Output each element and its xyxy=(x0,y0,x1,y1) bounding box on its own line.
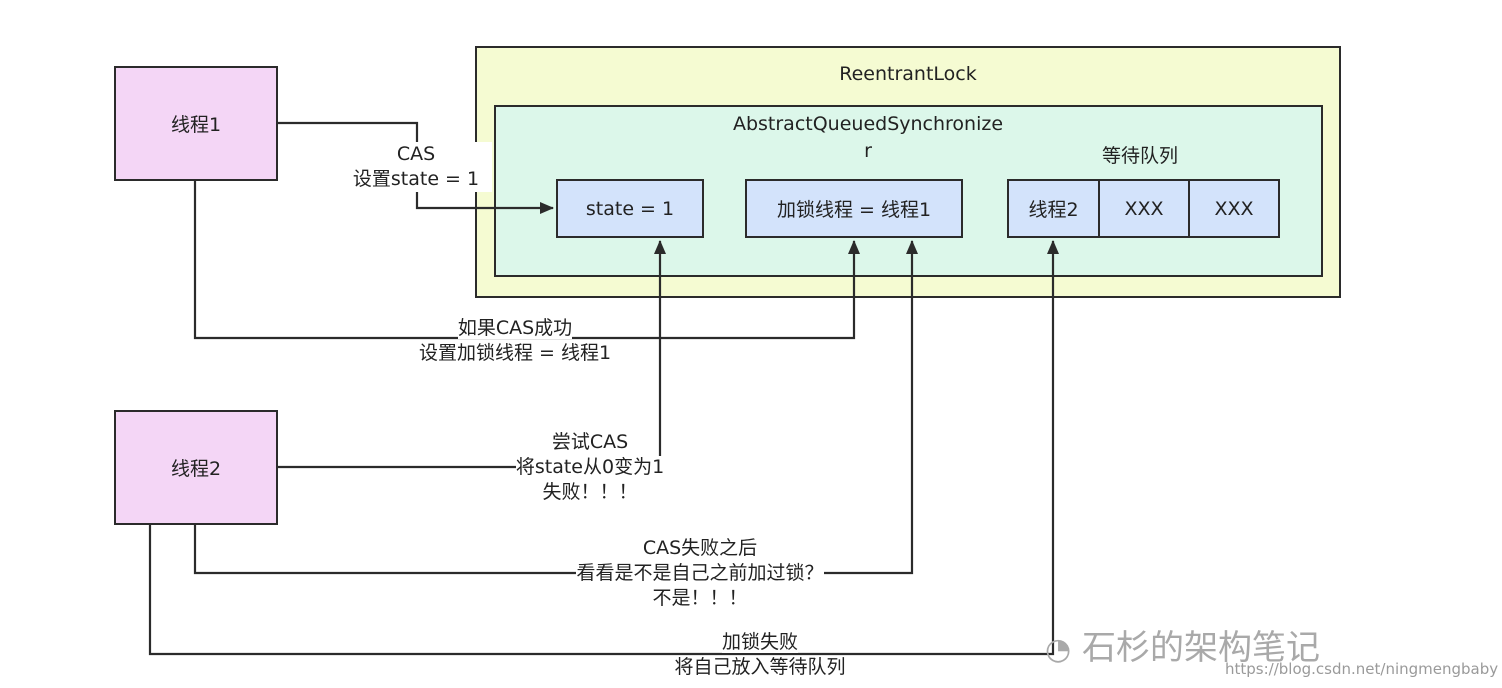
lock-fail-annotation: 加锁失败 将自己放入等待队列 xyxy=(674,631,846,678)
lock-owner-field: 加锁线程 = 线程1 xyxy=(745,179,963,238)
cas-annotation: CAS 设置state = 1 xyxy=(340,142,492,192)
watermark-url: https://blog.csdn.net/ningmengbaby xyxy=(1225,660,1499,678)
edge-t2-enqueue xyxy=(148,240,1059,656)
thread2-box: 线程2 xyxy=(114,410,278,525)
after-fail-annotation: CAS失败之后 看看是不是自己之前加过锁？ 不是！！！ xyxy=(576,537,824,609)
state-field: state = 1 xyxy=(556,179,704,238)
edge-t1-set-owner xyxy=(193,181,860,340)
try-cas-annotation: 尝试CAS 将state从0变为1 失败！！！ xyxy=(515,431,665,503)
wechat-icon: ◔ xyxy=(1045,632,1072,667)
queue-cell: XXX xyxy=(1098,179,1190,238)
watermark-brand: ◔ 石杉的架构笔记 xyxy=(1045,628,1320,668)
reentrantlock-title: ReentrantLock xyxy=(839,63,977,85)
aqs-title-line1: AbstractQueuedSynchronize xyxy=(732,113,1004,135)
edge-t2-check-owner xyxy=(193,240,918,575)
thread1-box: 线程1 xyxy=(114,66,278,181)
queue-cell: XXX xyxy=(1188,179,1280,238)
queue-label: 等待队列 xyxy=(1101,145,1178,167)
cas-success-annotation: 如果CAS成功 设置加锁线程 = 线程1 xyxy=(418,317,612,364)
queue-cell: 线程2 xyxy=(1007,179,1100,238)
aqs-title-line2: r xyxy=(864,140,872,162)
